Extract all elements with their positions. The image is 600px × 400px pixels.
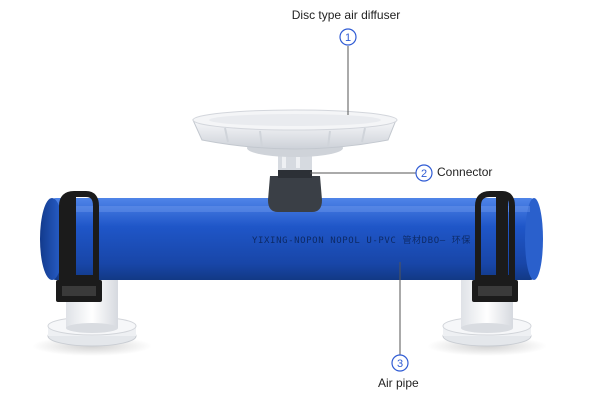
right-pipe-clamp: [472, 191, 518, 302]
callout-3-badge: 3: [391, 354, 409, 372]
pipe-print-text: YIXING-NOPON NOPOL U-PVC 管材DBO— 环保: [252, 234, 471, 246]
callout-2-badge: 2: [415, 164, 433, 182]
callout-1-label: Disc type air diffuser: [291, 8, 401, 22]
svg-text:2: 2: [421, 168, 427, 180]
callout-1-badge: 1: [339, 28, 357, 46]
callout-2-label: Connector: [437, 165, 493, 179]
connector: [268, 152, 322, 212]
svg-text:1: 1: [345, 32, 351, 44]
left-pipe-clamp: [56, 191, 102, 302]
disc-air-diffuser: [192, 109, 398, 157]
svg-text:3: 3: [397, 358, 403, 370]
callout-3-label: Air pipe: [378, 376, 419, 390]
